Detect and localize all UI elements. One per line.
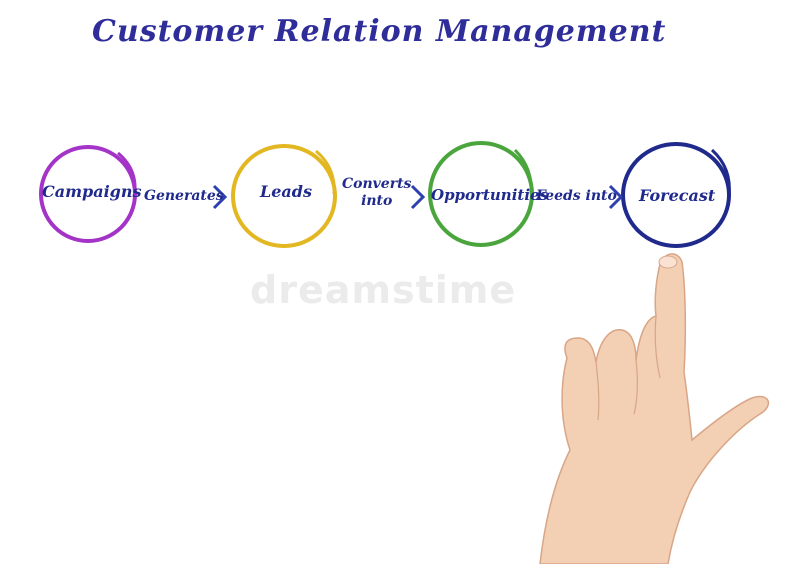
- arrow-head-2: [412, 186, 423, 208]
- node-label-campaigns: Campaigns: [42, 182, 142, 201]
- edge-label-feeds-into: Feeds into: [536, 188, 617, 205]
- edge-label-converts-into: Converts into: [342, 176, 411, 210]
- node-label-forecast: Forecast: [639, 186, 715, 205]
- watermark-text: dreamstime: [250, 268, 516, 312]
- node-label-opportunities: Opportunities: [431, 186, 548, 204]
- pointing-hand: [540, 254, 768, 564]
- node-label-leads: Leads: [260, 182, 312, 201]
- edge-label-generates: Generates: [144, 188, 224, 205]
